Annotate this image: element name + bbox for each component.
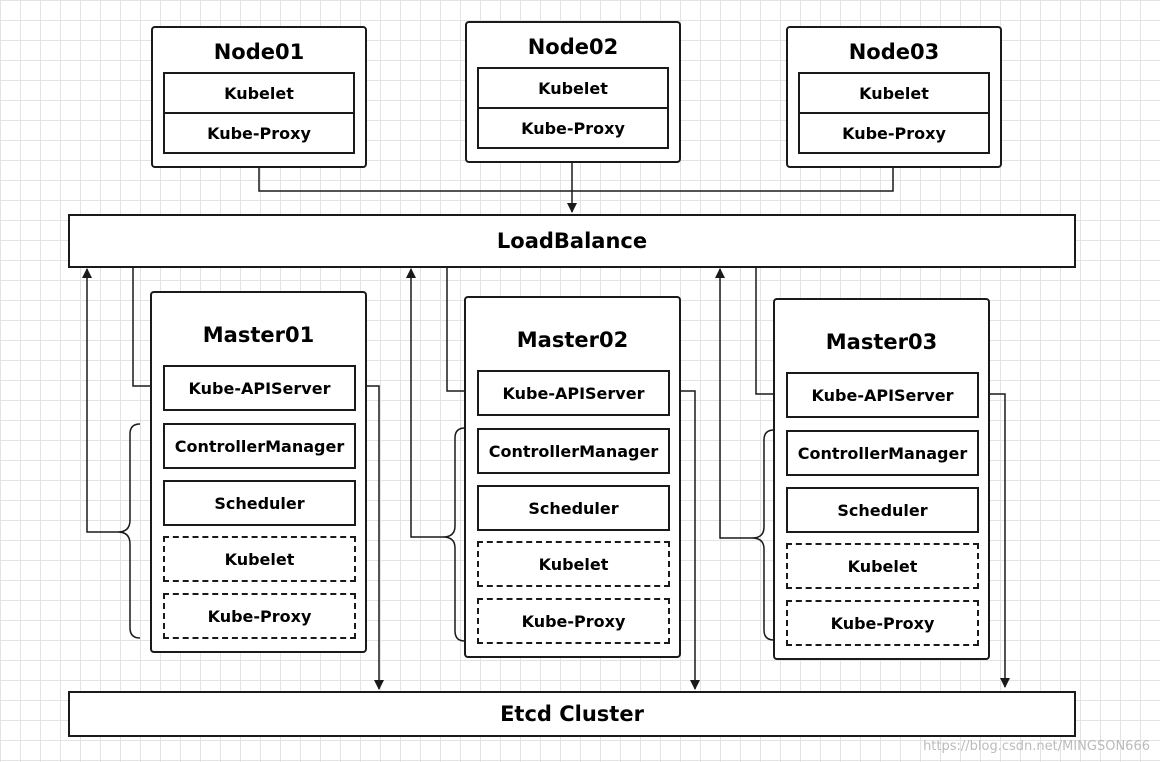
node02-kubelet: Kubelet: [477, 67, 669, 109]
master02-to-lb-arrow: [406, 268, 443, 538]
node02-title: Node02: [527, 35, 619, 59]
node01-kube-proxy: Kube-Proxy: [163, 112, 355, 154]
node03-kube-proxy: Kube-Proxy: [798, 112, 990, 154]
master02-box: Master02 Kube-APIServer ControllerManage…: [464, 296, 681, 658]
etcd-cluster: Etcd Cluster: [68, 691, 1076, 737]
node03-connector: [572, 167, 894, 192]
master02-kube-apiserver: Kube-APIServer: [477, 370, 670, 416]
master01-title: Master01: [202, 323, 315, 347]
master02-kube-proxy: Kube-Proxy: [477, 598, 670, 644]
master03-scheduler: Scheduler: [786, 487, 979, 533]
node01-connector: [258, 167, 572, 192]
master02-kubelet: Kubelet: [477, 541, 670, 587]
node02-kube-proxy: Kube-Proxy: [477, 107, 669, 149]
master03-box: Master03 Kube-APIServer ControllerManage…: [773, 298, 990, 660]
master01-to-lb-arrow: [82, 268, 118, 533]
master02-title: Master02: [516, 328, 629, 352]
node03-box: Node03 Kubelet Kube-Proxy: [786, 26, 1002, 168]
master01-brace: [117, 423, 141, 639]
load-balancer: LoadBalance: [68, 214, 1076, 268]
master03-title: Master03: [825, 330, 938, 354]
master02-controller-manager: ControllerManager: [477, 428, 670, 474]
master03-brace: [751, 429, 775, 641]
master03-kubelet: Kubelet: [786, 543, 979, 589]
node03-title: Node03: [848, 40, 940, 64]
node01-box: Node01 Kubelet Kube-Proxy: [151, 26, 367, 168]
master01-controller-manager: ControllerManager: [163, 423, 356, 469]
master01-kube-proxy: Kube-Proxy: [163, 593, 356, 639]
node03-kubelet: Kubelet: [798, 72, 990, 114]
master03-kube-proxy: Kube-Proxy: [786, 600, 979, 646]
node02-box: Node02 Kubelet Kube-Proxy: [465, 21, 681, 163]
master01-kube-apiserver: Kube-APIServer: [163, 365, 356, 411]
master03-controller-manager: ControllerManager: [786, 430, 979, 476]
master03-to-lb-arrow: [715, 268, 752, 539]
node01-title: Node01: [213, 40, 305, 64]
master01-scheduler: Scheduler: [163, 480, 356, 526]
node01-kubelet: Kubelet: [163, 72, 355, 114]
master02-scheduler: Scheduler: [477, 485, 670, 531]
watermark: https://blog.csdn.net/MINGSON666: [923, 739, 1150, 754]
master01-box: Master01 Kube-APIServer ControllerManage…: [150, 291, 367, 653]
master03-kube-apiserver: Kube-APIServer: [786, 372, 979, 418]
master02-brace: [442, 427, 466, 642]
master01-kubelet: Kubelet: [163, 536, 356, 582]
